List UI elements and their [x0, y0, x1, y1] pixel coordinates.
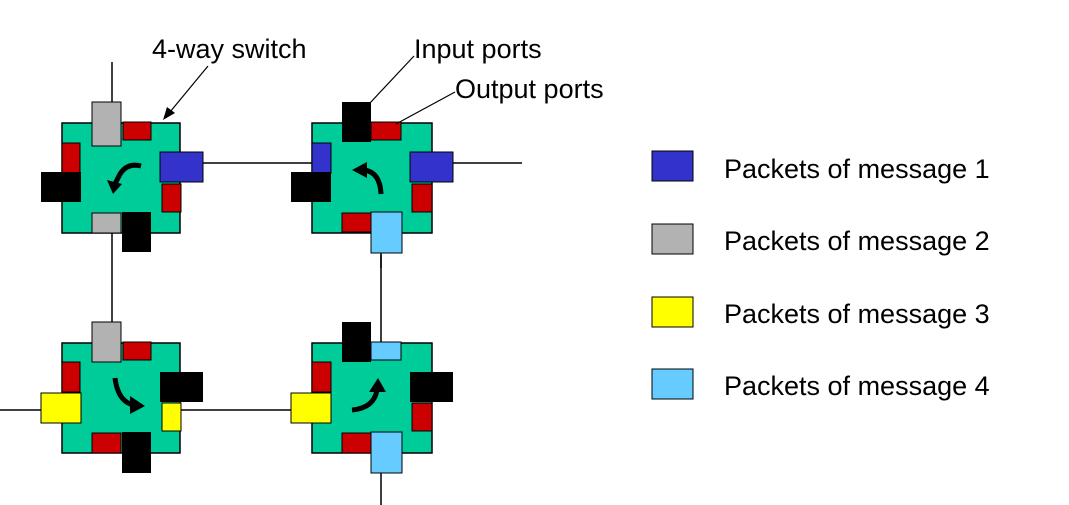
input-port	[160, 372, 203, 402]
legend-swatch-message-2	[651, 223, 694, 255]
output-port	[311, 142, 332, 174]
output-ports-label: Output ports	[455, 74, 604, 104]
routing-arrowhead-icon	[352, 162, 367, 178]
output-port	[311, 361, 332, 393]
output-port	[91, 432, 122, 454]
output-port	[161, 402, 182, 432]
routing-arrow-icon	[112, 162, 142, 186]
output-port	[61, 361, 81, 393]
input-ports-label: Input ports	[414, 34, 542, 64]
legend-swatch-message-3	[651, 296, 694, 328]
input-port	[291, 172, 331, 202]
input-port	[40, 392, 82, 424]
legend-label-message-3: Packets of message 3	[724, 299, 990, 329]
routing-arrowhead-icon	[107, 180, 122, 194]
legend-item-message-2: Packets of message 2	[651, 223, 990, 256]
routing-arrow-icon	[351, 389, 380, 413]
input-port	[41, 172, 81, 202]
legend-label-message-2: Packets of message 2	[724, 226, 990, 256]
output-port	[341, 212, 372, 233]
output-port	[411, 183, 433, 213]
switch-label: 4-way switch	[152, 34, 307, 64]
input-port	[342, 322, 371, 362]
legend-swatch-message-1	[651, 150, 694, 182]
output-port	[91, 212, 122, 234]
legend-label-message-1: Packets of message 1	[724, 154, 990, 184]
output-port	[61, 142, 81, 174]
output-port	[161, 183, 182, 213]
output-port	[122, 121, 152, 141]
input-port	[370, 431, 403, 474]
output-port	[411, 402, 433, 432]
input-port	[91, 101, 122, 147]
legend-label-message-4: Packets of message 4	[724, 371, 990, 401]
input-port	[290, 392, 332, 424]
output-port	[370, 341, 402, 361]
switch-leader-line	[169, 65, 209, 113]
routing-arrowhead-icon	[369, 378, 386, 392]
output-ports-leader-line	[395, 91, 456, 125]
legend-item-message-4: Packets of message 4	[651, 368, 990, 401]
output-port	[370, 121, 402, 141]
input-port	[410, 372, 453, 402]
legend-swatch-message-4	[651, 368, 694, 400]
input-port	[91, 321, 122, 363]
routing-arrowhead-icon	[130, 396, 145, 414]
switch-bottom-right	[290, 322, 453, 474]
switch-bottom-left	[40, 321, 203, 473]
annotations: 4-way switch Input ports Output ports	[152, 34, 604, 125]
legend-item-message-3: Packets of message 3	[651, 296, 990, 329]
input-port	[122, 432, 151, 473]
switch-leader-arrowhead-icon	[163, 107, 175, 120]
output-port	[341, 432, 372, 454]
input-ports-leader-line	[369, 55, 415, 104]
switch-top-left	[41, 101, 204, 252]
input-port	[342, 102, 371, 142]
input-port	[122, 212, 151, 252]
legend-item-message-1: Packets of message 1	[651, 150, 990, 184]
input-port	[159, 151, 204, 183]
output-port	[122, 341, 152, 361]
switch-top-right	[291, 102, 454, 254]
legend: Packets of message 1 Packets of message …	[651, 150, 990, 401]
input-port	[370, 211, 403, 254]
input-port	[409, 151, 454, 183]
